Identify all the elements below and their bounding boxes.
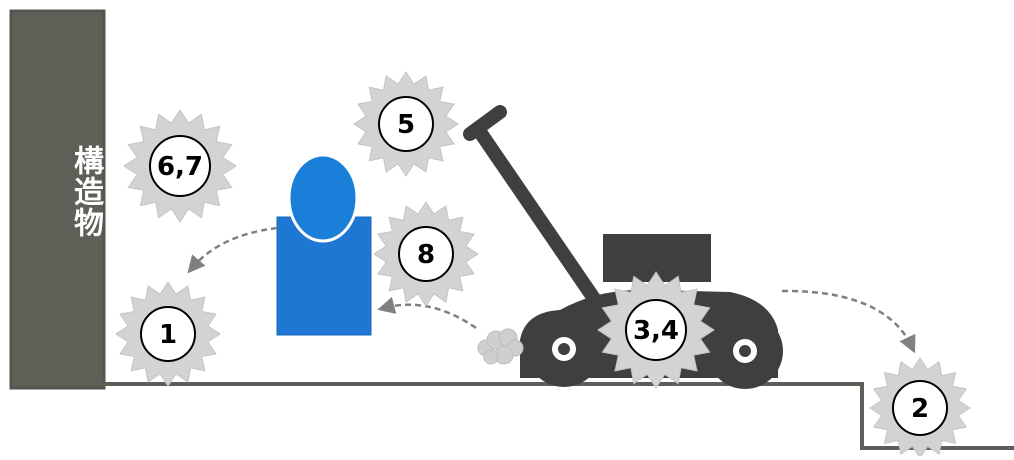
hazard-marker-h67: 6,7: [124, 110, 236, 222]
hazard-marker-h34: 3,4: [598, 272, 714, 388]
hazard-number-label: 6,7: [157, 152, 203, 182]
hazard-marker-h8: 8: [374, 202, 478, 306]
arrow-worker-to-1: [192, 228, 277, 268]
hazard-number-label: 5: [397, 110, 415, 140]
hazard-markers: 1 2 3,4 5 6,7 8: [116, 72, 970, 456]
arrow-dust-to-worker: [384, 305, 476, 328]
hazard-marker-h1: 1: [116, 282, 220, 386]
hazard-number-label: 1: [159, 320, 177, 350]
mower-handle: [470, 112, 595, 300]
dust-cloud: [478, 329, 523, 364]
hazard-marker-h2: 2: [870, 358, 970, 456]
hazard-marker-h5: 5: [354, 72, 458, 176]
structure-label-text: 構造物: [12, 145, 104, 238]
worker-head: [289, 155, 357, 241]
structure-label: 構造物: [12, 145, 104, 238]
hazard-number-label: 3,4: [633, 316, 679, 346]
ground-line: [70, 384, 1014, 448]
mower-wheel-right-hub-inner: [739, 345, 751, 357]
hazard-number-label: 2: [911, 394, 929, 424]
hazard-number-label: 8: [417, 240, 435, 270]
arrow-mower-to-2: [782, 291, 912, 347]
worker-figure: [277, 155, 371, 335]
mower-wheel-left-hub-inner: [558, 343, 570, 355]
